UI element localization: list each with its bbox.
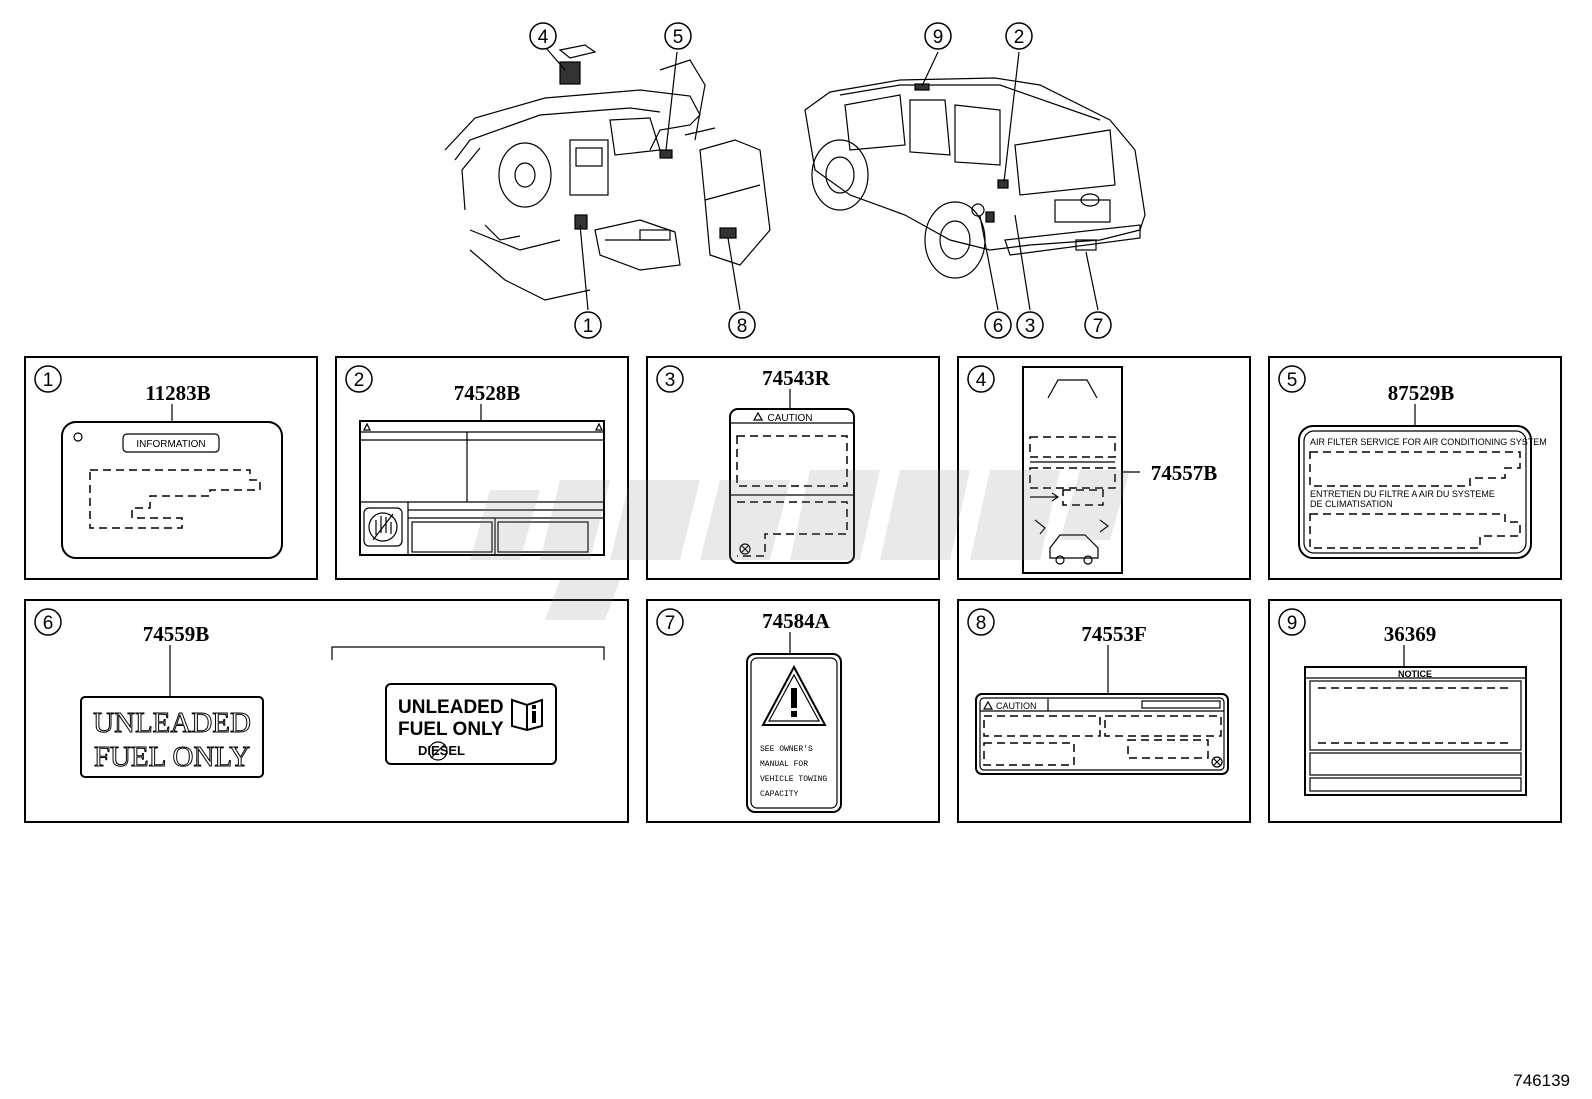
diesel-crossed-text: DIESEL — [418, 743, 465, 758]
callout-7: 7 — [1084, 311, 1112, 339]
callout-5: 5 — [664, 22, 692, 50]
svg-text:2: 2 — [1014, 27, 1025, 48]
part-number: 74584A — [762, 609, 831, 633]
callout-9: 9 — [924, 22, 952, 50]
panel-8: 8 74553F CAUTION — [957, 599, 1251, 823]
label-line3: DE CLIMATISATION — [1310, 499, 1393, 509]
panel-7: 7 74584A SEE OWNER'S MANUAL FOR VEHICLE … — [646, 599, 940, 823]
warning-triangle-icon — [363, 422, 371, 431]
svg-text:3: 3 — [665, 370, 676, 391]
panel-5: 5 87529B AIR FILTER SERVICE FOR AIR COND… — [1268, 356, 1562, 580]
part-number: 36369 — [1384, 622, 1437, 646]
panel-4: 4 74557B — [957, 356, 1251, 580]
hand-icon — [363, 507, 403, 547]
unleaded-label-line2: FUEL ONLY — [94, 741, 250, 773]
callout-leaders — [545, 47, 1099, 311]
label-heading: CAUTION — [768, 413, 813, 424]
panel-9: 9 36369 NOTICE — [1268, 599, 1562, 823]
panel-6: 6 74559B UNLEADED FUEL ONLY UNLEADED FUE… — [24, 599, 629, 823]
vehicle-icon — [1049, 534, 1099, 559]
svg-text:2: 2 — [354, 370, 365, 391]
panel-3: 3 74543R CAUTION — [646, 356, 940, 580]
label-line2: ENTRETIEN DU FILTRE A AIR DU SYSTEME — [1310, 489, 1495, 499]
label-line1: SEE OWNER'S — [760, 745, 813, 754]
svg-text:7: 7 — [1093, 316, 1104, 337]
warning-triangle-icon — [761, 664, 827, 726]
part-number: 74553F — [1081, 622, 1146, 646]
svg-text:6: 6 — [993, 316, 1004, 337]
svg-text:4: 4 — [538, 27, 549, 48]
svg-text:9: 9 — [1287, 613, 1298, 634]
unleaded-label-b-line2: FUEL ONLY — [398, 719, 504, 740]
svg-text:3: 3 — [1025, 316, 1036, 337]
svg-text:9: 9 — [933, 27, 944, 48]
diagram-id: 746139 — [1513, 1071, 1570, 1090]
svg-text:8: 8 — [976, 613, 987, 634]
label-line2: MANUAL FOR — [760, 760, 808, 769]
interior-illustration — [444, 44, 771, 301]
svg-text:1: 1 — [583, 316, 594, 337]
svg-text:5: 5 — [673, 27, 684, 48]
part-number: 11283B — [145, 381, 210, 405]
callout-8: 8 — [728, 311, 756, 339]
svg-text:5: 5 — [1287, 370, 1298, 391]
callout-4: 4 — [529, 22, 557, 50]
part-number: 74557B — [1151, 461, 1218, 485]
callout-2: 2 — [1005, 22, 1033, 50]
unleaded-label-b-line1: UNLEADED — [398, 697, 504, 718]
svg-text:7: 7 — [665, 613, 676, 634]
callout-6: 6 — [984, 311, 1012, 339]
book-info-icon — [511, 698, 543, 732]
label-heading: CAUTION — [996, 701, 1037, 711]
callout-3: 3 — [1016, 311, 1044, 339]
panel-1: 1 11283B INFORMATION — [24, 356, 318, 580]
label-line4: CAPACITY — [760, 790, 799, 799]
panel-2: 2 74528B — [335, 356, 629, 580]
label-line3: VEHICLE TOWING — [760, 775, 827, 784]
exterior-illustration — [804, 77, 1146, 279]
label-line1: AIR FILTER SERVICE FOR AIR CONDITIONING … — [1310, 437, 1547, 447]
label-heading: NOTICE — [1398, 669, 1432, 679]
label-heading: INFORMATION — [136, 439, 205, 450]
part-number: 74559B — [143, 622, 210, 646]
part-number: 74543R — [762, 366, 831, 390]
part-number: 74528B — [454, 381, 521, 405]
part-number: 87529B — [1388, 381, 1455, 405]
unleaded-label-line1: UNLEADED — [93, 707, 251, 739]
svg-text:6: 6 — [43, 613, 54, 634]
svg-text:1: 1 — [43, 370, 54, 391]
svg-text:8: 8 — [737, 316, 748, 337]
watermark — [470, 470, 1130, 620]
svg-text:4: 4 — [976, 370, 987, 391]
callout-1: 1 — [574, 311, 602, 339]
